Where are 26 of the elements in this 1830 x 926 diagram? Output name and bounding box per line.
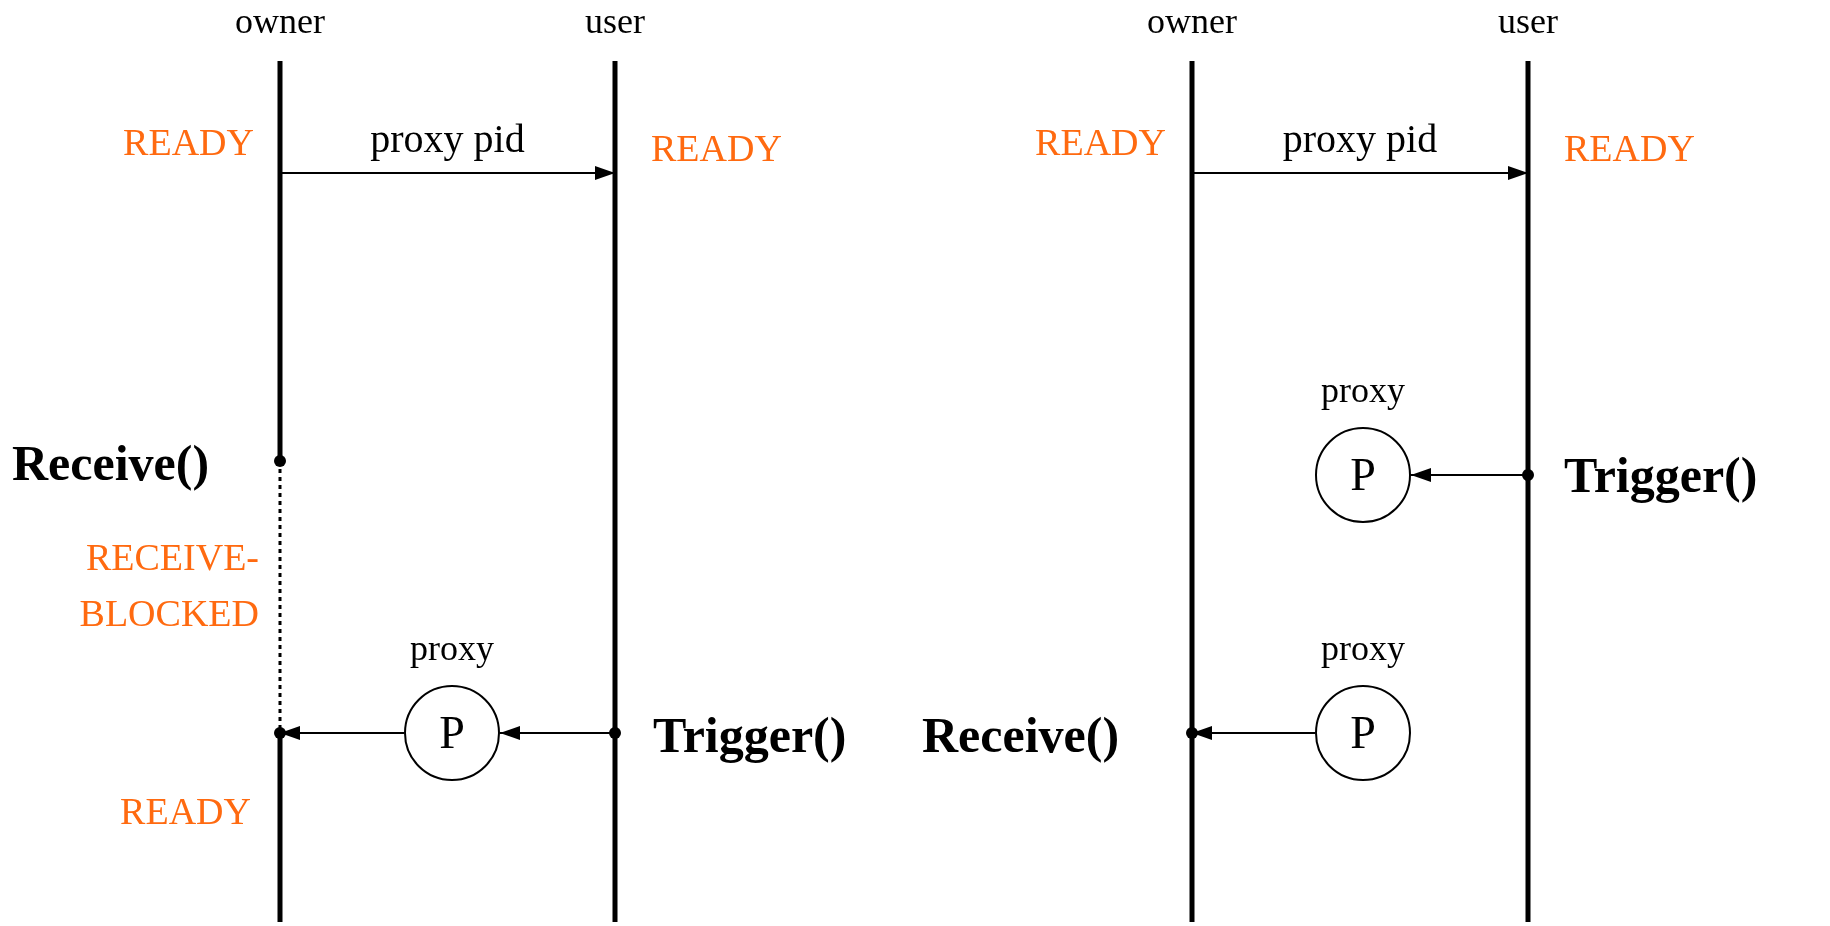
- state-label: READY: [119, 789, 251, 834]
- circle-letter: P: [1350, 452, 1376, 498]
- lifeline: [277, 61, 283, 922]
- edge-label: proxy pid: [1281, 117, 1439, 161]
- call-label: Receive(): [922, 707, 1120, 763]
- lifeline: [612, 61, 618, 922]
- state-label: READY: [122, 120, 254, 165]
- circle-caption: proxy: [1320, 627, 1406, 669]
- circle-caption: proxy: [409, 627, 495, 669]
- lifeline: [1189, 61, 1195, 922]
- circle-letter: P: [1350, 710, 1376, 756]
- lifeline: [1525, 61, 1531, 922]
- circle-letter: P: [439, 710, 465, 756]
- state-label: RECEIVE-BLOCKED: [78, 535, 259, 636]
- lifeline-label: owner: [234, 0, 326, 42]
- state-label: READY: [1034, 120, 1166, 165]
- circle-caption: proxy: [1320, 369, 1406, 411]
- edge-label: proxy pid: [369, 117, 526, 161]
- call-label: Receive(): [12, 435, 210, 491]
- state-label: READY: [1564, 126, 1695, 171]
- lifeline-label: user: [584, 0, 646, 42]
- state-label: READY: [651, 126, 782, 171]
- call-label: Trigger(): [1564, 447, 1758, 503]
- call-label: Trigger(): [653, 707, 847, 763]
- lifeline-label: owner: [1146, 0, 1238, 42]
- lifeline-label: user: [1497, 0, 1559, 42]
